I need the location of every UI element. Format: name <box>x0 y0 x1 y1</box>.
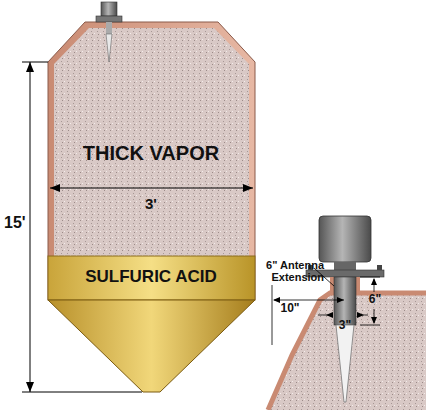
dimension-label: 3' <box>145 196 157 213</box>
dimension-label: 6" <box>369 293 381 306</box>
dimension-label: 10" <box>280 302 299 315</box>
region-label: THICK VAPOR <box>83 142 219 164</box>
part-label: 6" Antenna Extension <box>262 259 324 283</box>
region-label: SULFURIC ACID <box>85 268 217 287</box>
dimension-label: 3" <box>339 319 351 332</box>
dimension-label: 15' <box>4 214 26 232</box>
